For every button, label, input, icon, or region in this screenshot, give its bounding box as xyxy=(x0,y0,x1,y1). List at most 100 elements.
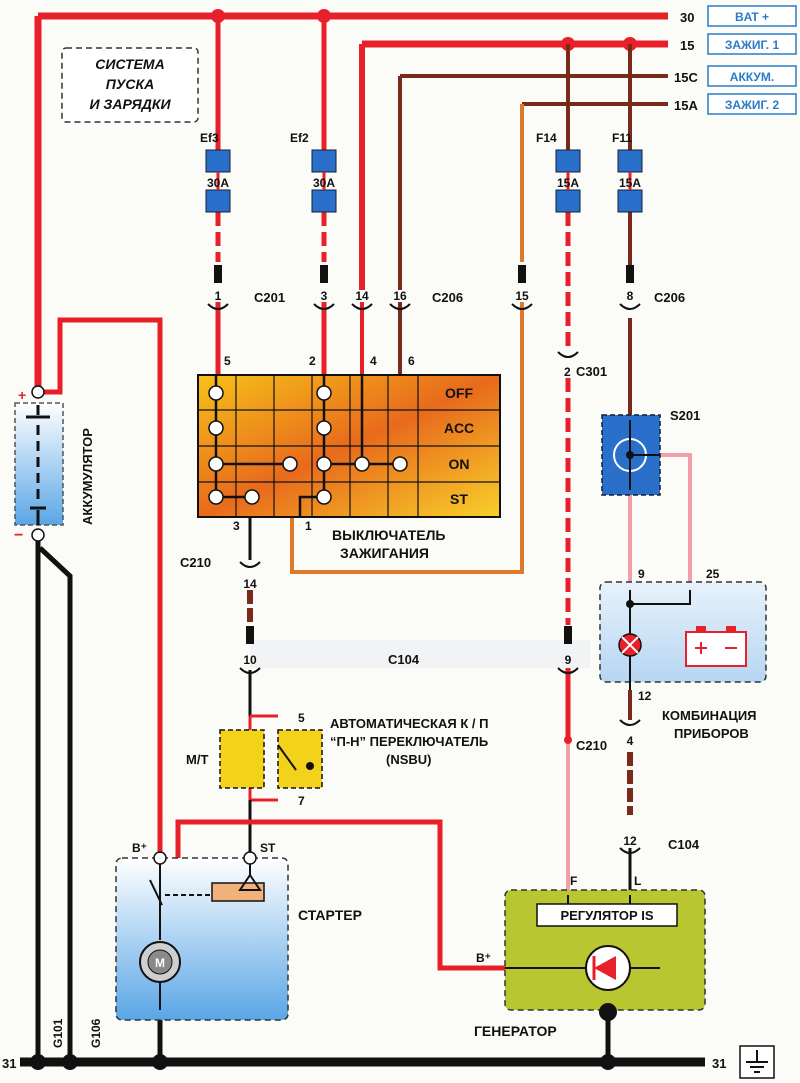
ic-label-2: ПРИБОРОВ xyxy=(674,726,749,741)
pin-3: 3 xyxy=(321,289,328,303)
c301-pin-2: 2 xyxy=(564,365,571,379)
motor-label: M xyxy=(155,956,165,970)
ic-pin-9: 9 xyxy=(638,567,645,581)
connector-c206-left: C206 xyxy=(432,290,463,305)
c301-label: C301 xyxy=(576,364,607,379)
title-box: СИСТЕМА ПУСКА И ЗАРЯДКИ xyxy=(61,47,199,123)
connector-c210-right: C210 xyxy=(564,736,607,753)
gen-pin-b: B⁺ xyxy=(476,951,491,965)
fuse-f11-name: F11 xyxy=(612,131,632,145)
generator: РЕГУЛЯТОР IS F L B⁺ ГЕНЕРАТОР xyxy=(474,874,706,1039)
pin-14: 14 xyxy=(355,289,369,303)
bus-label-30: 30 BAT + xyxy=(680,5,797,27)
ground-bus: 31 31 G101 G106 xyxy=(2,1018,775,1079)
ic-pin-25: 25 xyxy=(706,567,720,581)
bus-number-15a: 15A xyxy=(674,98,698,113)
starter: M B⁺ ST СТАРТЕР xyxy=(115,841,362,1021)
ground-31-right: 31 xyxy=(712,1056,726,1071)
s201-label: S201 xyxy=(670,408,700,423)
nsbu-label-3: (NSBU) xyxy=(386,752,432,767)
connector-c210-c104-right: 4 12 C104 xyxy=(619,719,700,854)
fuse-ef2: Ef2 30A xyxy=(290,131,337,213)
c210-left-label: C210 xyxy=(180,555,211,570)
gen-pin-l: L xyxy=(634,874,641,888)
bus-text-accum: АККУМ. xyxy=(730,70,774,84)
bus-lines xyxy=(38,9,668,106)
pin-15: 15 xyxy=(515,289,529,303)
nsbu-mt-label: M/T xyxy=(186,752,208,767)
switch-pos-st: ST xyxy=(450,491,468,507)
title-line-3: И ЗАРЯДКИ xyxy=(89,96,171,112)
ic-label-1: КОМБИНАЦИЯ xyxy=(662,708,757,723)
bus-number-30: 30 xyxy=(680,10,694,25)
c210-right-label: C210 xyxy=(576,738,607,753)
ignition-switch: OFF ACC ON ST 5 2 4 6 3 1 ВЫКЛЮЧАТЕЛЬ ЗА… xyxy=(197,354,501,561)
bus-label-15a: 15A ЗАЖИГ. 2 xyxy=(674,93,797,115)
c104-right-label: C104 xyxy=(668,837,700,852)
nsbu-pin-7: 7 xyxy=(298,794,305,808)
nsbu-label-2: “П-Н” ПЕРЕКЛЮЧАТЕЛЬ xyxy=(330,734,488,749)
connector-c301: 2 C301 xyxy=(557,351,607,379)
battery-label: АККУМУЛЯТОР xyxy=(80,428,95,525)
bus-number-15: 15 xyxy=(680,38,694,53)
c104-pin-12: 12 xyxy=(623,834,637,848)
switch-pin-2: 2 xyxy=(309,354,316,368)
fuse-f14: F14 15A xyxy=(536,131,581,213)
title-line-1: СИСТЕМА xyxy=(95,56,164,72)
ground-g106: G106 xyxy=(89,1018,103,1048)
c104-center-label: C104 xyxy=(388,652,420,667)
title-line-2: ПУСКА xyxy=(106,76,154,92)
pin-16: 16 xyxy=(393,289,407,303)
switch-pin-1: 1 xyxy=(305,519,312,533)
fuse-ef2-name: Ef2 xyxy=(290,131,309,145)
wires xyxy=(20,16,705,1067)
fuse-f11-rating: 15A xyxy=(619,176,641,190)
ic-pin-12: 12 xyxy=(638,689,652,703)
bus-text-ign1: ЗАЖИГ. 1 xyxy=(725,38,780,52)
switch-label-1: ВЫКЛЮЧАТЕЛЬ xyxy=(332,527,445,543)
battery-symbol-icon xyxy=(685,626,747,667)
c104-pin-10: 10 xyxy=(243,653,257,667)
fuse-ef3: Ef3 30A xyxy=(200,131,231,213)
connector-c206-right: C206 xyxy=(654,290,685,305)
fuse-f14-name: F14 xyxy=(536,131,557,145)
switch-pin-5: 5 xyxy=(224,354,231,368)
nsbu-pin-5: 5 xyxy=(298,711,305,725)
fuse-ef2-rating: 30A xyxy=(313,176,335,190)
bus-label-15c: 15C АККУМ. xyxy=(674,65,797,87)
fuse-f11: F11 15A xyxy=(612,131,643,213)
nsbu-label-1: АВТОМАТИЧЕСКАЯ К / П xyxy=(330,716,488,731)
starter-label: СТАРТЕР xyxy=(298,907,362,923)
pin-1: 1 xyxy=(215,289,222,303)
fuse-ef3-rating: 30A xyxy=(207,176,229,190)
switch-pos-acc: ACC xyxy=(444,420,474,436)
bus-number-15c: 15C xyxy=(674,70,698,85)
fuse-f14-rating: 15A xyxy=(557,176,579,190)
switch-pin-6: 6 xyxy=(408,354,415,368)
splice-s201: S201 xyxy=(601,408,700,496)
battery: + − АККУМУЛЯТОР xyxy=(14,385,95,544)
starter-pin-b: B⁺ xyxy=(132,841,147,855)
ground-31-left: 31 xyxy=(2,1056,16,1071)
switch-pin-3: 3 xyxy=(233,519,240,533)
switch-label-2: ЗАЖИГАНИЯ xyxy=(340,545,429,561)
bus-label-15: 15 ЗАЖИГ. 1 xyxy=(680,33,797,55)
bus-text-ign2: ЗАЖИГ. 2 xyxy=(725,98,780,112)
c210-pin-4: 4 xyxy=(627,734,634,748)
instrument-cluster: 9 25 12 КОМБИНАЦИЯ ПРИБОРОВ xyxy=(599,567,767,741)
c210-pin-14: 14 xyxy=(243,577,257,591)
battery-minus: − xyxy=(14,527,23,544)
connector-c104-row: 10 9 C104 xyxy=(239,626,590,674)
battery-plus: + xyxy=(18,387,26,403)
switch-pin-4: 4 xyxy=(370,354,377,368)
fuse-ef3-name: Ef3 xyxy=(200,131,219,145)
switch-pos-on: ON xyxy=(449,456,470,472)
c104-pin-9: 9 xyxy=(565,653,572,667)
connector-row-c201-c206: 1 3 14 16 15 8 C201 C206 C206 xyxy=(207,265,685,310)
connector-c201: C201 xyxy=(254,290,285,305)
generator-label: ГЕНЕРАТОР xyxy=(474,1023,557,1039)
pin-8: 8 xyxy=(627,289,634,303)
ground-g101: G101 xyxy=(51,1018,65,1048)
